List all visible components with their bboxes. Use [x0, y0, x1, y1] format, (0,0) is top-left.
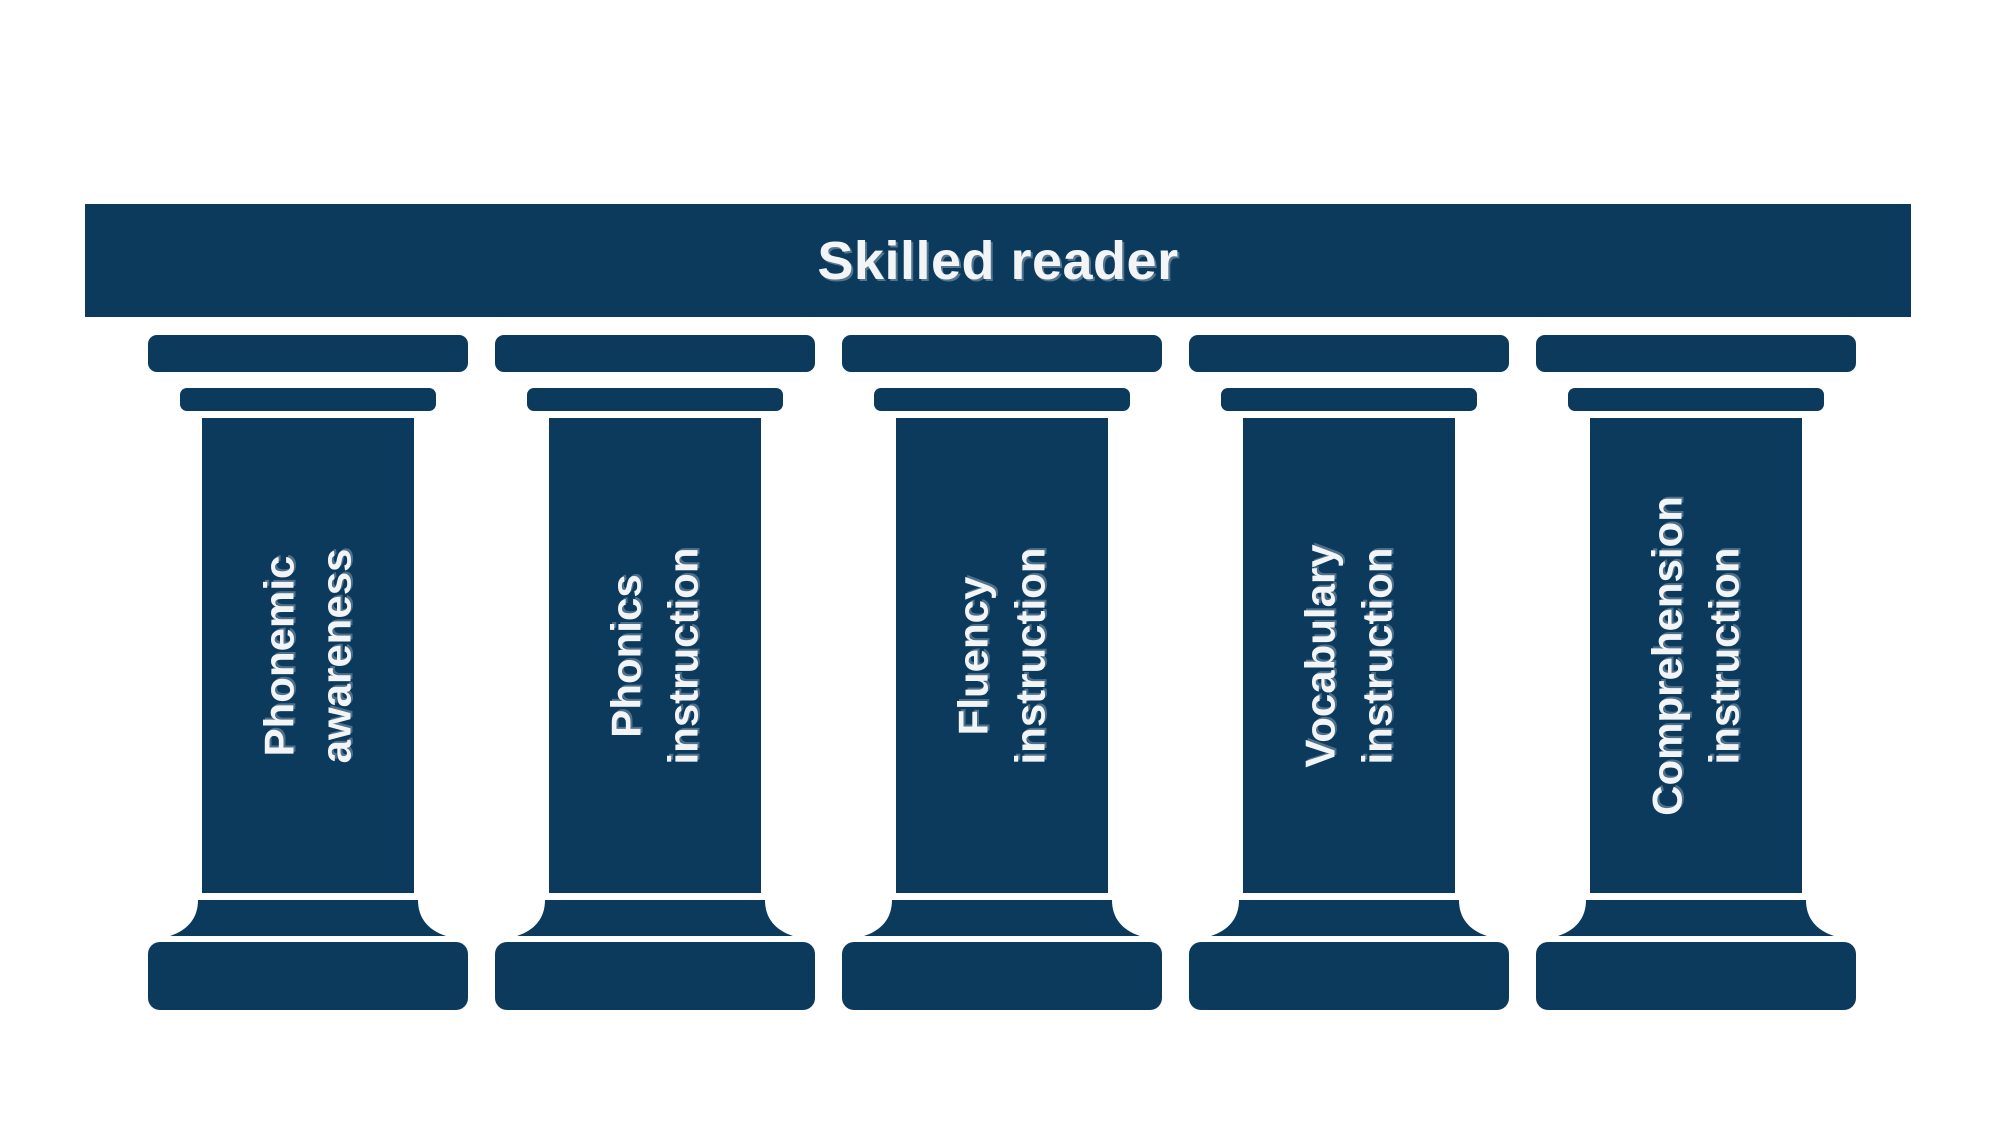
pillar-label-line1: Vocabulary [1296, 543, 1344, 768]
entablature-beam: Skilled reader [85, 204, 1911, 317]
pillar-label-line1: Comprehension [1643, 495, 1691, 816]
pillar-capital-lower [1568, 388, 1824, 411]
pillar-plinth [495, 942, 815, 1010]
pillar-plinth [842, 942, 1162, 1010]
pillar-capital-upper [148, 335, 468, 372]
pillar-label: Comprehension instruction [1639, 496, 1752, 816]
pillar-label: Phonemic awareness [251, 548, 364, 763]
pillar-plinth [1189, 942, 1509, 1010]
pillar-plinth [1536, 942, 1856, 1010]
pillar-fluency-instruction[interactable]: Fluency instruction [842, 335, 1162, 1015]
page-title: Skilled reader [817, 230, 1179, 291]
pillar-base-flare [864, 900, 1140, 936]
pillar-capital-lower [527, 388, 783, 411]
pillar-phonics-instruction[interactable]: Phonics instruction [495, 335, 815, 1015]
pillar-capital-upper [1536, 335, 1856, 372]
pillar-base-flare [517, 900, 793, 936]
pillar-label-line1: Phonics [602, 573, 650, 738]
pillar-capital-lower [874, 388, 1130, 411]
pillar-label-line1: Phonemic [255, 555, 303, 756]
pillar-shaft: Phonemic awareness [202, 418, 414, 893]
pillar-comprehension-instruction[interactable]: Comprehension instruction [1536, 335, 1856, 1015]
pillar-capital-lower [180, 388, 436, 411]
pillar-shaft: Fluency instruction [896, 418, 1108, 893]
pillar-capital-lower [1221, 388, 1477, 411]
pillar-label: Phonics instruction [598, 547, 711, 764]
pillar-capital-upper [842, 335, 1162, 372]
pillar-plinth [148, 942, 468, 1010]
pillar-base-flare [1558, 900, 1834, 936]
pillar-capital-upper [1189, 335, 1509, 372]
pillar-label-line2: awareness [312, 548, 359, 763]
pillar-label: Vocabulary instruction [1292, 544, 1405, 767]
pillar-label-line2: instruction [659, 547, 706, 764]
pillar-phonemic-awareness[interactable]: Phonemic awareness [148, 335, 468, 1015]
pillar-base-flare [170, 900, 446, 936]
pillar-vocabulary-instruction[interactable]: Vocabulary instruction [1189, 335, 1509, 1015]
pillar-shaft: Comprehension instruction [1590, 418, 1802, 893]
pillar-label-line2: instruction [1353, 547, 1400, 764]
pillar-shaft: Vocabulary instruction [1243, 418, 1455, 893]
pillar-label-line2: instruction [1006, 547, 1053, 764]
pillar-label-line2: instruction [1700, 547, 1747, 765]
pillar-label-line1: Fluency [949, 576, 997, 735]
pillar-shaft: Phonics instruction [549, 418, 761, 893]
pillar-base-flare [1211, 900, 1487, 936]
pillar-label: Fluency instruction [945, 547, 1058, 764]
pillar-capital-upper [495, 335, 815, 372]
